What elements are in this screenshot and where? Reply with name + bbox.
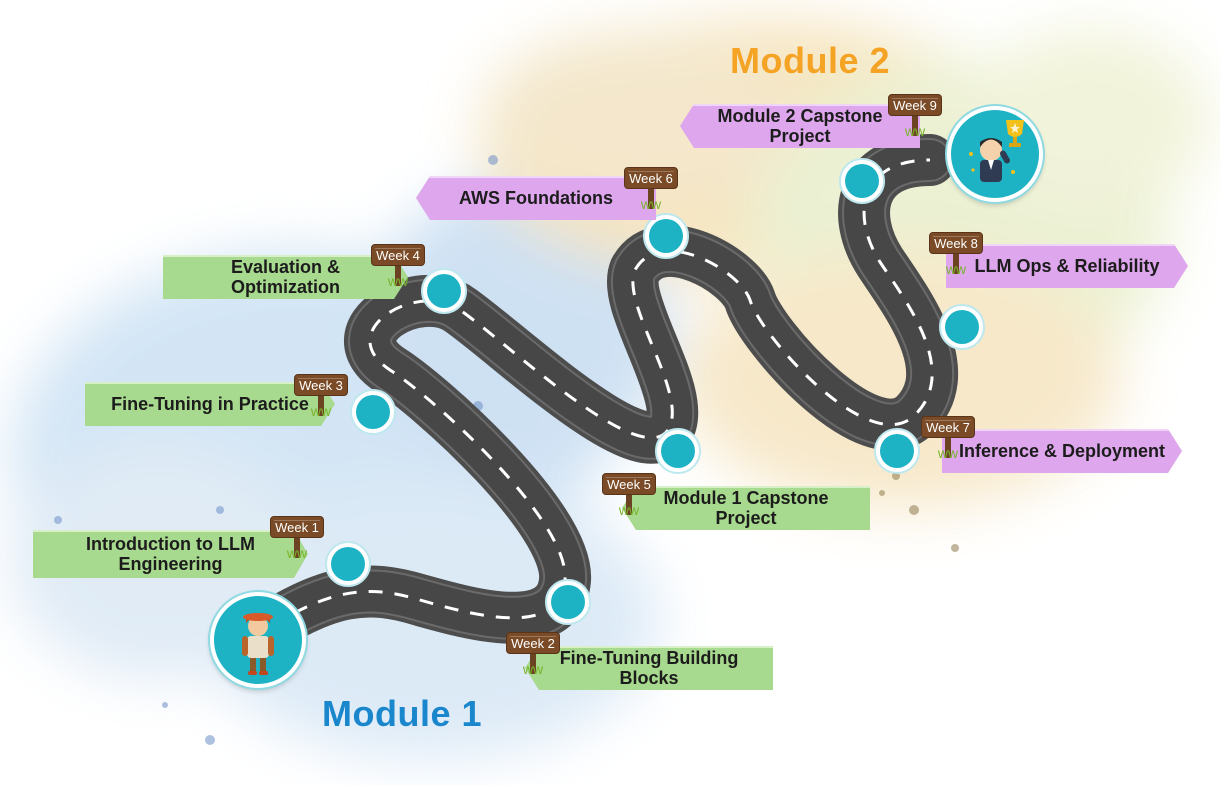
module-2-title: Module 2 bbox=[730, 40, 891, 81]
waypoint-circle-icon bbox=[551, 585, 585, 619]
wooden-signpost-icon: ww Week 7 bbox=[921, 410, 975, 460]
week-label-5: Week 5 bbox=[602, 473, 656, 495]
module-1-title: Module 1 bbox=[322, 693, 483, 734]
wooden-signpost-icon: ww Week 3 bbox=[294, 368, 348, 418]
week-label-1: Week 1 bbox=[270, 516, 324, 538]
week-label-3: Week 3 bbox=[294, 374, 348, 396]
milestone-title-week-5: Module 1 Capstone Project bbox=[663, 488, 829, 528]
waypoint-circle-icon bbox=[331, 547, 365, 581]
milestone-banner-week-7: Inference & Deployment bbox=[942, 429, 1182, 473]
milestone-banner-week-8: LLM Ops & Reliability bbox=[946, 244, 1188, 288]
milestone-title-week-4: Evaluation & Optimization bbox=[230, 257, 341, 297]
trophy-winner-icon bbox=[947, 106, 1043, 202]
waypoint-circle-icon bbox=[845, 164, 879, 198]
milestone-banner-week-2: Fine-Tuning Building Blocks bbox=[525, 646, 773, 690]
waypoint-circle-icon bbox=[427, 274, 461, 308]
waypoint-circle-icon bbox=[661, 434, 695, 468]
milestone-banner-week-9: Module 2 Capstone Project bbox=[680, 104, 920, 148]
week-label-9: Week 9 bbox=[888, 94, 942, 116]
milestone-banner-week-3: Fine-Tuning in Practice bbox=[85, 382, 335, 426]
wooden-signpost-icon: ww Week 1 bbox=[270, 510, 324, 560]
wooden-signpost-icon: ww Week 8 bbox=[929, 226, 983, 276]
week-label-8: Week 8 bbox=[929, 232, 983, 254]
milestone-banner-week-4: Evaluation & Optimization bbox=[163, 255, 408, 299]
waypoint-circle-icon bbox=[945, 310, 979, 344]
milestone-title-week-6: AWS Foundations bbox=[459, 188, 613, 209]
week-label-2: Week 2 bbox=[506, 632, 560, 654]
milestone-title-week-9: Module 2 Capstone Project bbox=[717, 106, 883, 146]
milestone-title-week-8: LLM Ops & Reliability bbox=[974, 256, 1160, 277]
waypoint-circle-icon bbox=[356, 395, 390, 429]
week-label-7: Week 7 bbox=[921, 416, 975, 438]
milestone-title-week-2: Fine-Tuning Building Blocks bbox=[559, 648, 739, 688]
week-label-4: Week 4 bbox=[371, 244, 425, 266]
wooden-signpost-icon: ww Week 5 bbox=[602, 467, 656, 517]
hiker-icon bbox=[210, 592, 306, 688]
waypoint-circle-icon bbox=[649, 219, 683, 253]
milestone-title-week-1: Introduction to LLM Engineering bbox=[86, 534, 255, 574]
wooden-signpost-icon: ww Week 4 bbox=[371, 238, 425, 288]
wooden-signpost-icon: ww Week 9 bbox=[888, 88, 942, 138]
wooden-signpost-icon: ww Week 6 bbox=[624, 161, 678, 211]
week-label-6: Week 6 bbox=[624, 167, 678, 189]
milestone-banner-week-5: Module 1 Capstone Project bbox=[622, 486, 870, 530]
milestone-title-week-3: Fine-Tuning in Practice bbox=[111, 394, 309, 415]
milestone-banner-week-1: Introduction to LLM Engineering bbox=[33, 530, 308, 578]
milestone-banner-week-6: AWS Foundations bbox=[416, 176, 656, 220]
milestone-title-week-7: Inference & Deployment bbox=[958, 441, 1166, 462]
waypoint-circle-icon bbox=[880, 434, 914, 468]
wooden-signpost-icon: ww Week 2 bbox=[506, 626, 560, 676]
